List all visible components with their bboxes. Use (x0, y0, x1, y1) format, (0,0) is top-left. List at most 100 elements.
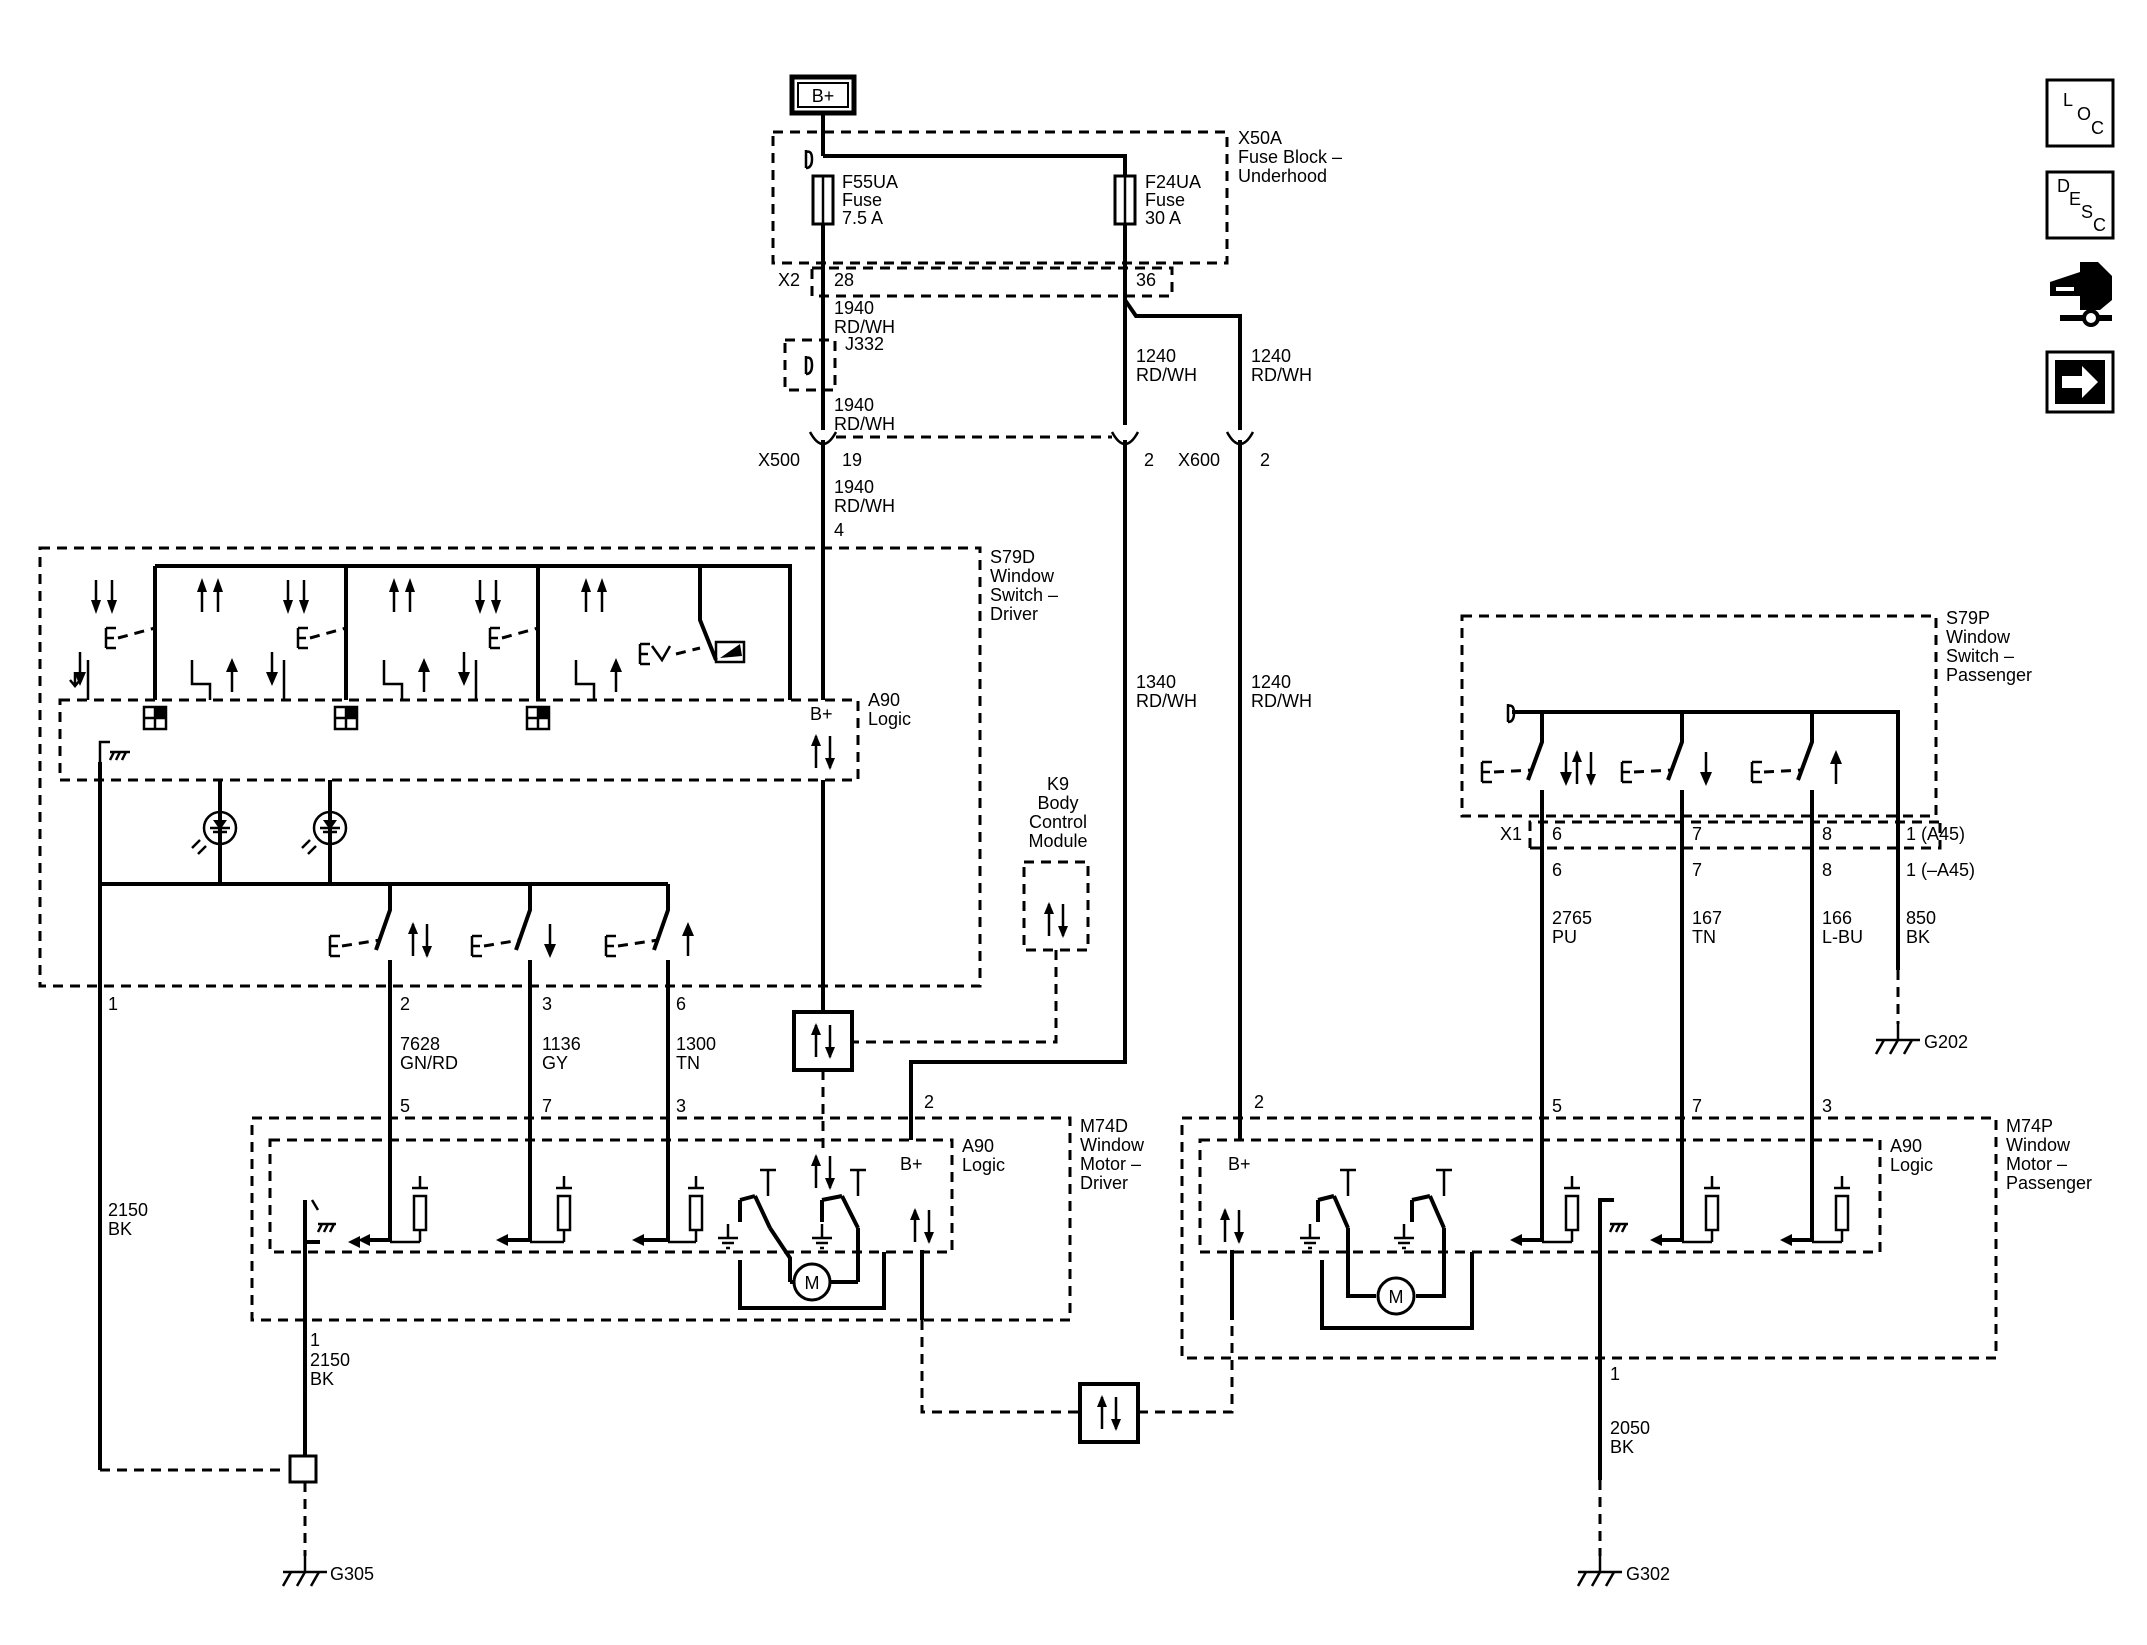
location-icon[interactable]: L O C (2045, 78, 2115, 148)
svg-text:1940: 1940 (834, 298, 874, 318)
wire-label-1940-b: 1940 RD/WH (834, 395, 895, 434)
x500-pin-19: 19 (842, 450, 862, 470)
desc-letter-3: S (2081, 202, 2093, 222)
j332-label: J332 (845, 334, 884, 354)
passenger-switch-contacts (1480, 712, 1844, 848)
wire-label-1240-b: 1240 RD/WH (1251, 346, 1312, 385)
ground-g302-label: G302 (1626, 1564, 1670, 1584)
x2-label: X2 (778, 270, 800, 290)
ground-splice-pack (288, 1454, 318, 1484)
loc-letter-1: L (2063, 90, 2073, 110)
desc-letter-1: D (2057, 176, 2070, 196)
driver-logic-ground (98, 740, 130, 762)
driver-switch-pin-4: 4 (834, 520, 844, 540)
bcm-outline (1022, 860, 1090, 952)
x1-pin-6-a: 6 (1552, 824, 1562, 844)
driver-motor-outline (250, 1116, 1072, 1322)
driver-switch-pin-3: 3 (542, 994, 552, 1014)
driver-motor-pin-1: 1 (310, 1330, 320, 1350)
wire-label-2150-a: 2150 BK (108, 1200, 148, 1239)
wire-label-166: 166 L-BU (1822, 908, 1863, 947)
fuse-2-id: F24UA (1145, 172, 1201, 192)
svg-text:166: 166 (1822, 908, 1852, 928)
x1-pin-7-b: 7 (1692, 860, 1702, 880)
svg-text:RD/WH: RD/WH (834, 414, 895, 434)
fuse-2-kind: Fuse (1145, 190, 1185, 210)
svg-text:GY: GY (542, 1053, 568, 1073)
x500-connector: X500 19 2 (758, 431, 1154, 470)
passenger-motor-pin-2: 2 (1254, 1092, 1264, 1112)
x2-pin-36: 36 (1136, 270, 1156, 290)
fuse-1-id: F55UA (842, 172, 898, 192)
passenger-motor-pin-3: 3 (1822, 1096, 1832, 1116)
ground-g302-icon (1576, 1554, 1624, 1588)
passenger-motor-pin-1: 1 (1610, 1364, 1620, 1384)
ground-g202-icon (1874, 1022, 1922, 1056)
driver-switch-pin-6: 6 (676, 994, 686, 1014)
svg-text:1940: 1940 (834, 395, 874, 415)
driver-switch-contacts (69, 566, 746, 700)
svg-text:GN/RD: GN/RD (400, 1053, 458, 1073)
x2-pin-28: 28 (834, 270, 854, 290)
fuse-f24ua: F24UA Fuse 30 A (1113, 172, 1201, 228)
wire-label-1240-a: 1240 RD/WH (1136, 346, 1197, 385)
wire-label-1240-c: 1240 RD/WH (1251, 672, 1312, 711)
driver-motor-relays: M (716, 1168, 886, 1310)
serial-data-box-driver (792, 1010, 854, 1072)
x500-label: X500 (758, 450, 800, 470)
description-icon[interactable]: D E S C (2045, 170, 2115, 240)
svg-text:1340: 1340 (1136, 672, 1176, 692)
svg-text:TN: TN (1692, 927, 1716, 947)
svg-text:2050: 2050 (1610, 1418, 1650, 1438)
connector-icon[interactable] (2050, 262, 2112, 327)
fuse-1-rating: 7.5 A (842, 208, 883, 228)
driver-logic-bplus: B+ (810, 704, 833, 724)
loc-letter-2: O (2077, 104, 2091, 124)
x2-connector (810, 266, 1174, 298)
loc-letter-3: C (2091, 118, 2104, 138)
x500-pin-2: 2 (1144, 450, 1154, 470)
svg-text:1240: 1240 (1251, 346, 1291, 366)
wire-label-167: 167 TN (1692, 908, 1722, 947)
driver-motor-pin-5: 5 (400, 1096, 410, 1116)
wire-label-1136: 1136 GY (542, 1034, 581, 1073)
passenger-motor-relays: M (1298, 1168, 1474, 1330)
x1-pin-1-a: 1 (A45) (1906, 824, 1965, 844)
x1-label: X1 (1500, 824, 1522, 844)
x600-pin-2: 2 (1260, 450, 1270, 470)
svg-text:1940: 1940 (834, 477, 874, 497)
driver-motor-bplus: B+ (900, 1154, 923, 1174)
svg-text:850: 850 (1906, 908, 1936, 928)
svg-text:1136: 1136 (542, 1034, 581, 1054)
wire-color-2050: BK (1610, 1437, 1634, 1457)
x1-pin-8-a: 8 (1822, 824, 1832, 844)
x1-pin-8-b: 8 (1822, 860, 1832, 880)
desc-letter-4: C (2093, 215, 2106, 235)
driver-motor-pin-3: 3 (676, 1096, 686, 1116)
svg-text:RD/WH: RD/WH (1136, 365, 1197, 385)
fuse-1-kind: Fuse (842, 190, 882, 210)
svg-text:RD/WH: RD/WH (834, 317, 895, 337)
passenger-motor-m: M (1389, 1287, 1404, 1307)
wire-label-850: 850 BK (1906, 908, 1936, 947)
wire-label-2150-b: 2150 BK (310, 1350, 350, 1389)
svg-text:1240: 1240 (1251, 672, 1291, 692)
svg-text:RD/WH: RD/WH (834, 496, 895, 516)
svg-text:TN: TN (676, 1053, 700, 1073)
wire-label-1940-c: 1940 RD/WH (834, 477, 895, 516)
svg-text:2150: 2150 (310, 1350, 350, 1370)
svg-text:BK: BK (310, 1369, 334, 1389)
svg-text:167: 167 (1692, 908, 1722, 928)
arrow-right-icon[interactable] (2045, 350, 2115, 414)
ground-g202-label: G202 (1924, 1032, 1968, 1052)
x1-pin-1-b: 1 (–A45) (1906, 860, 1975, 880)
